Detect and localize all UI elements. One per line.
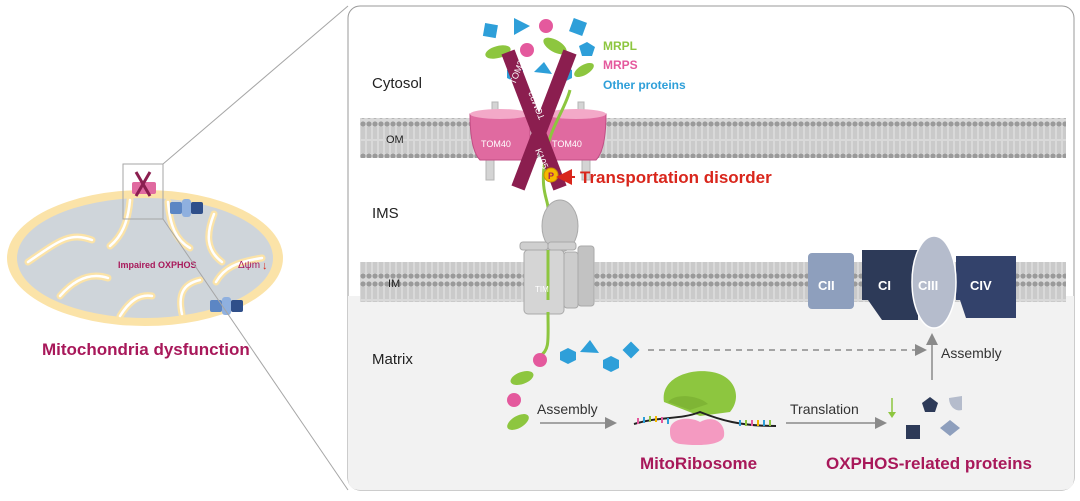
civ-label: CIV (970, 278, 992, 293)
complex-iii (911, 235, 957, 329)
zoom-line-bottom (162, 218, 349, 491)
om-label: OM (386, 134, 404, 146)
tom40-right (545, 113, 607, 161)
legend-other-proteins: Other proteins (603, 78, 686, 92)
legend-mrps: MRPS (603, 58, 638, 72)
phospho-label: P (548, 171, 554, 181)
oxphos-proteins-label: OXPHOS-related proteins (826, 454, 1032, 473)
complex-iv (956, 256, 1016, 318)
ciii-label: CIII (918, 278, 938, 293)
outer-membrane-band (360, 118, 1066, 158)
protein-pentagon (579, 42, 595, 56)
cytosol-label: Cytosol (372, 75, 422, 92)
matrix-proteins (507, 340, 640, 430)
zoom-box (122, 163, 164, 220)
mitochondria-dysfunction-caption: Mitochondria dysfunction (42, 340, 250, 359)
assembly-label-bottom: Assembly (537, 401, 598, 417)
impaired-oxphos-label: Impaired OXPHOS (118, 260, 197, 270)
transportation-disorder-label: Transportation disorder (580, 168, 772, 187)
membrane-potential-label: Δψm (238, 260, 260, 271)
mitoribosome-label: MitoRibosome (640, 454, 757, 473)
protein-square (482, 23, 498, 39)
mini-complex-bottom (210, 297, 243, 315)
mitochondrion: Impaired OXPHOS Δψm ↓ (7, 163, 283, 326)
assembly-label-top: Assembly (941, 345, 1002, 361)
down-arrow-icon: ↓ (262, 260, 268, 272)
tim-label: TIM (535, 285, 549, 294)
ribosome-small-subunit (670, 418, 725, 446)
diamond-shape (940, 420, 960, 436)
respiratory-complexes: CII CI CIII CIV (808, 235, 1016, 329)
protein-triangle (534, 62, 552, 74)
tim-body (523, 249, 565, 315)
protein-triangle (514, 18, 530, 35)
ims-label: IMS (372, 205, 399, 222)
tom40-right-label: TOM40 (552, 139, 582, 149)
pentagon-shape (922, 397, 938, 412)
mitoribosome (633, 371, 777, 446)
tom40-left-label: TOM40 (481, 139, 511, 149)
mrpl-ellipse (543, 37, 567, 55)
mrpl-ellipse (574, 63, 594, 78)
tom22-bar-left (501, 49, 567, 191)
im-label: IM (388, 278, 400, 290)
translation-label: Translation (790, 401, 859, 417)
oxphos-protein-shapes (906, 396, 962, 439)
mrna-codons (637, 416, 771, 426)
legend-mrpl: MRPL (603, 39, 637, 53)
tom-complex: TOM22 TOM22 TOM40 TOM40 K105 P (469, 49, 607, 209)
tom22-bar-right (511, 49, 577, 191)
square-shape (906, 425, 920, 439)
mrps-circle (520, 43, 534, 57)
mini-complex-top (170, 199, 203, 217)
mrps-circle (539, 19, 553, 33)
drop-shape (949, 396, 962, 411)
mini-tom-icon (132, 171, 156, 197)
ci-label: CI (878, 278, 891, 293)
cii-label: CII (818, 278, 835, 293)
tim-complex: TIM (519, 199, 595, 315)
protein-square (569, 18, 587, 36)
tom40-left (469, 113, 531, 161)
zoom-line-top (162, 5, 349, 165)
complex-i (862, 250, 918, 320)
complex-ii (808, 253, 854, 309)
matrix-label: Matrix (372, 351, 413, 368)
